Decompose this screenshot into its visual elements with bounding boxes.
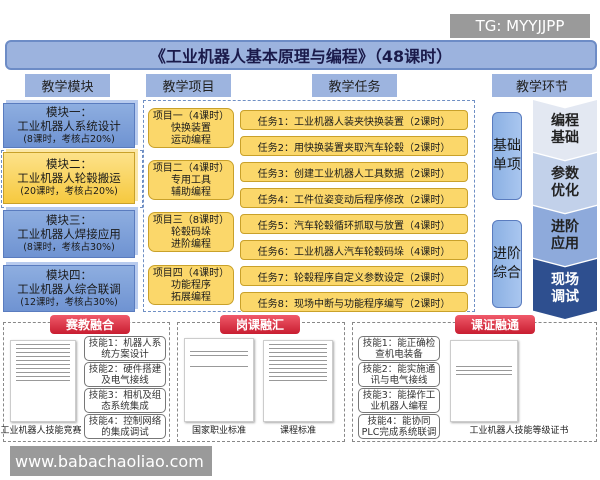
skill-box: 技能4：控制网络的集成调试: [84, 414, 166, 439]
project-line: 功能程序: [171, 280, 211, 291]
module-box: 模块三： 工业机器人焊接应用 (8课时，考核占30%): [3, 210, 135, 258]
module-box: 模块四： 工业机器人综合联调 (12课时，考核占30%): [3, 265, 135, 312]
step-line: 编程: [551, 113, 579, 129]
project-line: 运动编程: [171, 135, 211, 146]
task-item: 任务8：现场中断与功能程序编写（2课时）: [240, 292, 468, 312]
step-chevron: 编程 基础: [533, 100, 597, 160]
skill-box: 技能1：能正确检查机电装备: [358, 336, 440, 361]
project-head: 项目一（4课时）: [152, 111, 230, 122]
header-tasks: 教学任务: [312, 74, 397, 97]
project-head: 项目二（4课时）: [152, 163, 230, 174]
module-info: (8课时，考核占20%): [23, 133, 115, 145]
project-line: 专用工具: [171, 175, 211, 186]
step-line: 进阶: [551, 219, 579, 235]
caption: 国家职业标准: [191, 426, 246, 436]
module-info: (20课时，考核占20%): [20, 186, 118, 197]
step-line: 调试: [551, 289, 579, 305]
step-line: 优化: [551, 183, 579, 199]
header-projects: 教学项目: [146, 74, 231, 97]
label-certificate: 课证融通: [455, 315, 535, 334]
module-name: 模块一：: [46, 104, 92, 119]
skill-box: 技能2：硬件搭建及电气接线: [84, 362, 166, 387]
task-item: 任务4：工件位姿变动后程序修改（2课时）: [240, 188, 468, 208]
project-line: 轮毂码垛: [171, 227, 211, 238]
caption: 工业机器人技能等级证书: [469, 426, 569, 436]
skill-box: 技能1：机器人系统方案设计: [84, 336, 166, 361]
step-line: 参数: [551, 166, 579, 182]
project-box: 项目四（4课时） 功能程序 拓展编程: [148, 265, 234, 305]
module-name: 模块四：: [46, 267, 92, 282]
skill-box: 技能3：能操作工业机器人编程: [358, 388, 440, 413]
module-box: 模块二： 工业机器人轮毂搬运 (20课时，考核占20%): [3, 152, 135, 204]
project-line: 辅助编程: [171, 187, 211, 198]
module-title: 工业机器人系统设计: [17, 118, 121, 133]
project-line: 快换装置: [171, 123, 211, 134]
module-highlight-frame: [1, 150, 143, 208]
task-item: 任务7：轮毂程序自定义参数设定（2课时）: [240, 266, 468, 286]
label-competition: 赛教融合: [50, 315, 130, 334]
module-title: 工业机器人综合联调: [17, 281, 121, 296]
competition-document: [10, 340, 76, 422]
caption: 课程标准: [279, 426, 316, 436]
skill-box: 技能4：能协同PLC完成系统联调: [358, 414, 440, 439]
caption: 工业机器人技能竞赛: [0, 426, 82, 436]
project-line: 进阶编程: [171, 239, 211, 250]
project-box: 项目二（4课时） 专用工具 辅助编程: [148, 160, 234, 200]
module-name: 模块二：: [46, 157, 92, 171]
watermark-top: TG: MYYJJPP: [450, 14, 590, 38]
stage-advanced: 进阶综合: [492, 220, 522, 308]
header-stages: 教学环节: [492, 74, 592, 97]
step-chevron: 参数 优化: [533, 153, 597, 213]
module-name: 模块三：: [46, 213, 92, 227]
task-item: 任务2：用快换装置夹取汽车轮毂（2课时）: [240, 136, 468, 156]
task-item: 任务3：创建工业机器人工具数据（2课时）: [240, 162, 468, 182]
course-standard-document: [263, 340, 333, 422]
module-title: 工业机器人焊接应用: [17, 227, 121, 241]
watermark-bottom: www.babachaoliao.com: [10, 446, 212, 476]
task-item: 任务1：工业机器人装夹快换装置（2课时）: [240, 110, 468, 130]
project-head: 项目三（8课时）: [152, 215, 230, 226]
module-title: 工业机器人轮毂搬运: [17, 171, 121, 185]
header-modules: 教学模块: [25, 74, 110, 97]
module-info: (8课时，考核占30%): [23, 242, 115, 253]
page-title: 《工业机器人基本原理与编程》（48课时）: [5, 40, 597, 70]
national-standard-document: [184, 338, 254, 422]
task-item: 任务6：工业机器人汽车轮毂码垛（4课时）: [240, 240, 468, 260]
task-item: 任务5：汽车轮毂循环抓取与放置（4课时）: [240, 214, 468, 234]
step-chevron: 进阶 应用: [533, 206, 597, 266]
certificate-document: [450, 340, 518, 422]
label-job: 岗课融汇: [220, 315, 300, 334]
stage-basic: 基础单项: [492, 112, 522, 200]
project-box: 项目三（8课时） 轮毂码垛 进阶编程: [148, 212, 234, 252]
step-chevron: 现场 调试: [533, 259, 597, 319]
skill-box: 技能3：相机及组态系统集成: [84, 388, 166, 413]
module-box: 模块一： 工业机器人系统设计 (8课时，考核占20%): [3, 103, 135, 148]
project-box: 项目一（4课时） 快换装置 运动编程: [148, 108, 234, 148]
project-head: 项目四（4课时）: [152, 268, 230, 279]
module-info: (12课时，考核占30%): [20, 296, 118, 308]
skill-box: 技能2：能实施通讯与电气接线: [358, 362, 440, 387]
project-line: 拓展编程: [171, 292, 211, 303]
step-line: 应用: [551, 236, 579, 252]
step-line: 基础: [551, 130, 579, 146]
step-line: 现场: [551, 272, 579, 288]
